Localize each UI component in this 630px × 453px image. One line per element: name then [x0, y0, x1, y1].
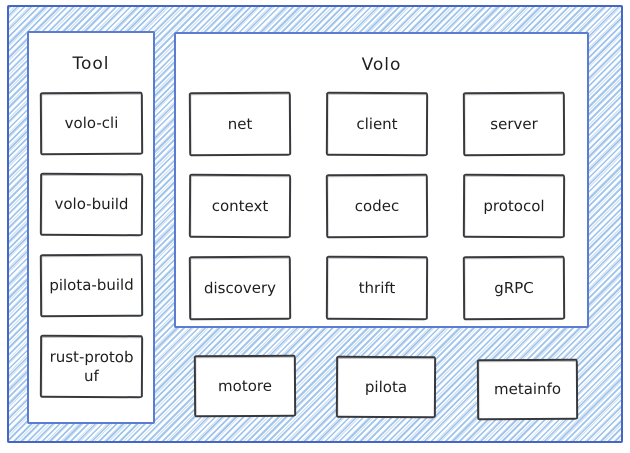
tool-panel: Tool volo-cli volo-build pilota-build ru…	[27, 31, 155, 424]
tool-panel-boxes: volo-cli volo-build pilota-build rust-pr…	[39, 91, 143, 399]
box-pilota-build: pilota-build	[39, 253, 143, 318]
diagram-outer-frame: Tool volo-cli volo-build pilota-build ru…	[7, 5, 623, 443]
box-motore: motore	[193, 354, 297, 418]
volo-panel-grid: net client server context codec protocol…	[188, 91, 587, 321]
box-discovery: discovery	[188, 255, 292, 321]
box-pilota: pilota	[335, 355, 437, 419]
box-rust-protobuf: rust-protobuf	[39, 334, 143, 399]
box-volo-build: volo-build	[39, 172, 143, 237]
box-context: context	[188, 173, 292, 239]
box-client: client	[325, 91, 429, 157]
box-net: net	[188, 91, 292, 157]
box-metainfo: metainfo	[476, 358, 579, 421]
volo-panel: Volo net client server context codec pro…	[174, 32, 589, 328]
box-grpc: gRPC	[462, 255, 566, 321]
box-thrift: thrift	[325, 255, 429, 321]
box-server: server	[462, 91, 566, 157]
box-volo-cli: volo-cli	[39, 91, 143, 156]
tool-panel-title: Tool	[72, 54, 110, 74]
box-codec: codec	[325, 173, 429, 239]
volo-panel-title: Volo	[361, 55, 402, 75]
box-protocol: protocol	[462, 173, 566, 239]
